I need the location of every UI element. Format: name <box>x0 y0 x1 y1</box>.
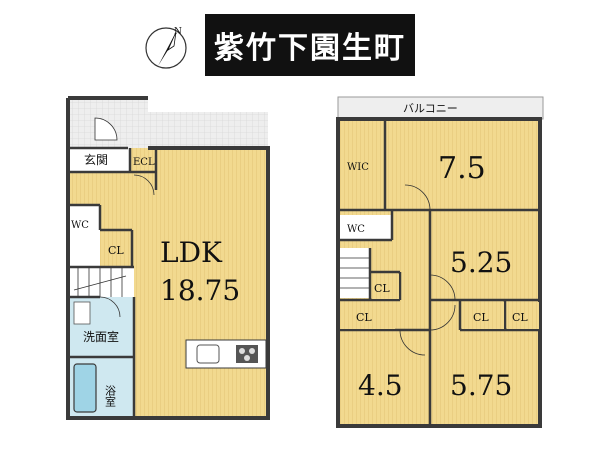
cl-closet-1f <box>100 230 132 267</box>
cl-stair-closet <box>372 274 399 299</box>
room-d-door <box>429 304 456 331</box>
entrance-label: 玄関 <box>84 152 108 167</box>
page-title: 紫竹下園生町 <box>214 31 406 66</box>
room-b-door <box>429 274 456 301</box>
bath-label: 浴室 <box>104 385 117 407</box>
floor-1: 玄関 ECL WC CL LDK 18.75 洗面室 浴室 <box>66 96 270 420</box>
room-c-size: 4.5 <box>358 369 403 402</box>
ldk-label: LDK <box>160 236 223 269</box>
inner-walls-1f <box>68 146 158 418</box>
ecl-label: ECL <box>133 157 155 168</box>
cl-label-1f: CL <box>108 244 124 257</box>
title-banner: 紫竹下園生町 <box>205 14 415 76</box>
wc-room-2f <box>340 215 392 240</box>
walls-2f <box>336 117 542 428</box>
wic-label: WIC <box>347 162 369 173</box>
wc-room-1f <box>68 205 100 267</box>
wc-label-1f: WC <box>71 220 89 231</box>
cl-mid-closet <box>462 302 504 329</box>
room-a-size: 7.5 <box>438 151 486 186</box>
terrace <box>148 112 268 148</box>
floor-2: バルコニー <box>336 96 544 428</box>
ldk-door <box>133 174 155 196</box>
wc-label-2f: WC <box>347 224 365 235</box>
washroom-label: 洗面室 <box>83 329 119 344</box>
north-arrow-icon: N <box>145 27 187 69</box>
north-label: N <box>174 27 182 37</box>
cl-stair-label: CL <box>374 282 390 295</box>
washroom-door <box>99 296 121 318</box>
cl-mid-label: CL <box>473 311 489 324</box>
inner-walls-2f <box>338 119 540 426</box>
cl-right-closet <box>507 302 539 329</box>
entrance <box>68 148 130 172</box>
ecl-closet <box>130 148 156 172</box>
cl-right-label: CL <box>512 311 528 324</box>
cl-left-label: CL <box>356 311 372 324</box>
balcony-label: バルコニー <box>403 102 458 115</box>
cl-left-closet <box>340 302 395 329</box>
room-d-size: 5.75 <box>450 369 512 402</box>
stairs-2f <box>340 248 370 298</box>
stairs-1f <box>68 267 134 297</box>
walls-1f <box>66 96 270 420</box>
sink-icon <box>196 344 220 364</box>
room-c-door <box>399 329 426 356</box>
entrance-door <box>94 117 118 141</box>
ldk-size: 18.75 <box>160 274 240 307</box>
room-a-door <box>404 184 431 211</box>
stove-icon <box>236 345 258 363</box>
bathtub-icon <box>73 363 97 413</box>
washbasin-icon <box>73 301 91 325</box>
room-b-size: 5.25 <box>450 246 512 279</box>
